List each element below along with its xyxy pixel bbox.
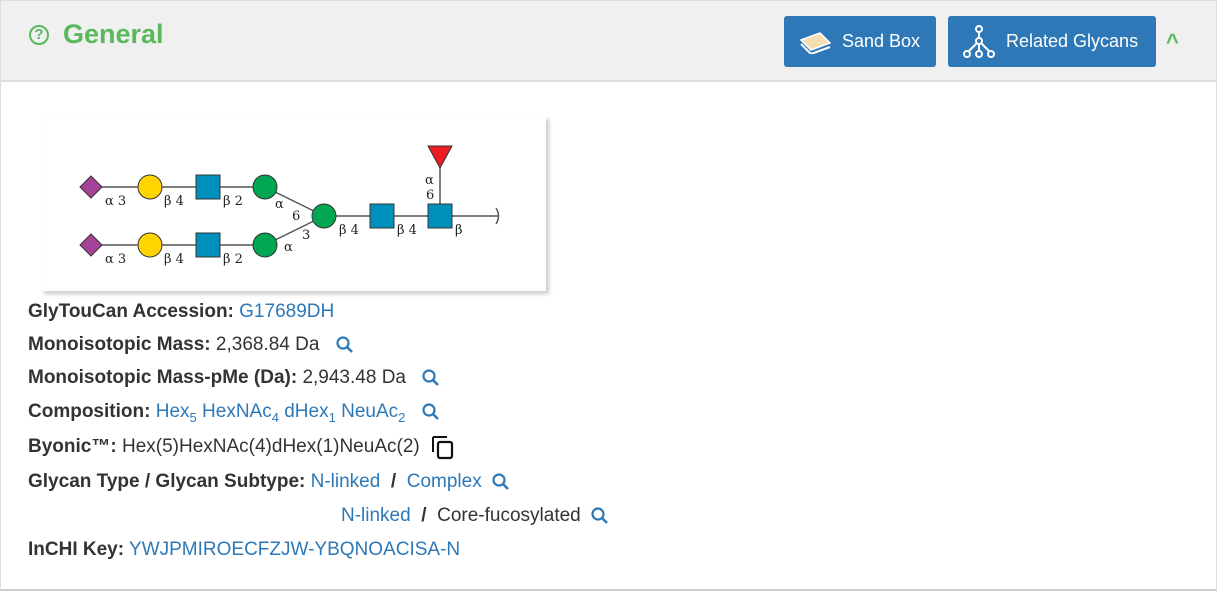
svg-text:β 4: β 4 (164, 252, 184, 267)
search-icon[interactable] (590, 506, 610, 526)
glycan-subtype-value: Core-fucosylated (437, 505, 581, 526)
separator: / (421, 505, 427, 526)
glycan-subtype-link[interactable]: Complex (406, 471, 482, 492)
mass-row: Monoisotopic Mass: 2,368.84 Da (28, 334, 355, 356)
composition-neuac[interactable]: NeuAc2 (341, 401, 406, 425)
composition-dhex[interactable]: dHex1 (284, 401, 336, 425)
inchi-link[interactable]: YWJPMIROECFZJW-YBQNOACISA-N (129, 539, 461, 560)
byonic-label: Byonic™: (28, 436, 117, 458)
inchi-row: InCHI Key: YWJPMIROECFZJW-YBQNOACISA-N (28, 539, 460, 561)
search-icon[interactable] (335, 335, 355, 355)
search-icon[interactable] (421, 402, 441, 422)
copy-icon[interactable] (431, 434, 455, 460)
svg-text:α 3: α 3 (105, 194, 126, 209)
gal-circle (137, 174, 163, 200)
neuac-diamond (79, 233, 103, 257)
svg-text:α: α (425, 173, 434, 188)
mass-pme-label: Monoisotopic Mass-pMe (Da): (28, 367, 298, 388)
glcnac-square (195, 174, 221, 200)
panel-title: ? General (29, 19, 164, 50)
gal-circle (137, 232, 163, 258)
search-icon[interactable] (421, 368, 441, 388)
svg-text:β 2: β 2 (223, 252, 243, 267)
svg-text:β 4: β 4 (397, 223, 417, 238)
collapse-chevron-icon[interactable]: ^ (1166, 29, 1179, 54)
tree-icon (963, 24, 995, 58)
svg-text:β 2: β 2 (223, 194, 243, 209)
sandbox-button[interactable]: Sand Box (784, 16, 936, 67)
glycan-type-row-2: N-linked / Core-fucosylated (341, 505, 610, 527)
byonic-row: Byonic™: Hex(5)HexNAc(4)dHex(1)NeuAc(2) (28, 434, 455, 460)
sandbox-icon (799, 31, 832, 54)
mass-value: 2,368.84 Da (215, 334, 320, 355)
man-circle (252, 174, 278, 200)
svg-text:β 4: β 4 (164, 194, 184, 209)
sandbox-label: Sand Box (842, 31, 921, 51)
svg-text:6: 6 (292, 209, 300, 224)
glcnac-square (427, 203, 453, 229)
panel-header: ? General Sand Box Related Glycans ^ (1, 1, 1216, 82)
glycan-type-link[interactable]: N-linked (341, 505, 411, 526)
svg-text:α: α (284, 240, 293, 255)
mass-label: Monoisotopic Mass: (28, 334, 211, 355)
composition-hex[interactable]: Hex5 (155, 401, 197, 425)
glycan-type-label: Glycan Type / Glycan Subtype: (28, 471, 306, 492)
glycan-type-row: Glycan Type / Glycan Subtype: N-linked /… (28, 471, 511, 493)
accession-row: GlyTouCan Accession: G17689DH (28, 301, 334, 323)
glcnac-square (195, 232, 221, 258)
man-circle (252, 232, 278, 258)
mass-pme-row: Monoisotopic Mass-pMe (Da): 2,943.48 Da (28, 367, 441, 389)
svg-text:3: 3 (302, 228, 310, 243)
composition-row: Composition: Hex5 HexNAc4 dHex1 NeuAc2 (28, 401, 441, 425)
related-glycans-button[interactable]: Related Glycans (948, 16, 1156, 67)
svg-text:α 3: α 3 (105, 252, 126, 267)
inchi-label: InCHI Key: (28, 539, 125, 560)
svg-text:α: α (275, 197, 284, 212)
accession-link[interactable]: G17689DH (239, 301, 335, 322)
help-icon[interactable]: ? (29, 24, 49, 45)
neuac-diamond (79, 175, 103, 199)
svg-text:β 4: β 4 (339, 223, 359, 238)
separator: / (390, 471, 397, 492)
related-label: Related Glycans (1006, 31, 1139, 51)
man-circle (311, 203, 337, 229)
search-icon[interactable] (491, 472, 511, 492)
byonic-value: Hex(5)HexNAc(4)dHex(1)NeuAc(2) (121, 436, 420, 458)
fuc-triangle (427, 145, 453, 170)
glycan-type-link[interactable]: N-linked (310, 471, 381, 492)
composition-hexnac[interactable]: HexNAc4 (202, 401, 279, 425)
glcnac-square (369, 203, 395, 229)
mass-pme-value: 2,943.48 Da (302, 367, 406, 388)
composition-label: Composition: (28, 401, 151, 422)
accession-label: GlyTouCan Accession: (28, 301, 234, 322)
svg-text:β: β (455, 223, 463, 238)
svg-text:6: 6 (426, 188, 434, 203)
title-text: General (63, 19, 164, 49)
